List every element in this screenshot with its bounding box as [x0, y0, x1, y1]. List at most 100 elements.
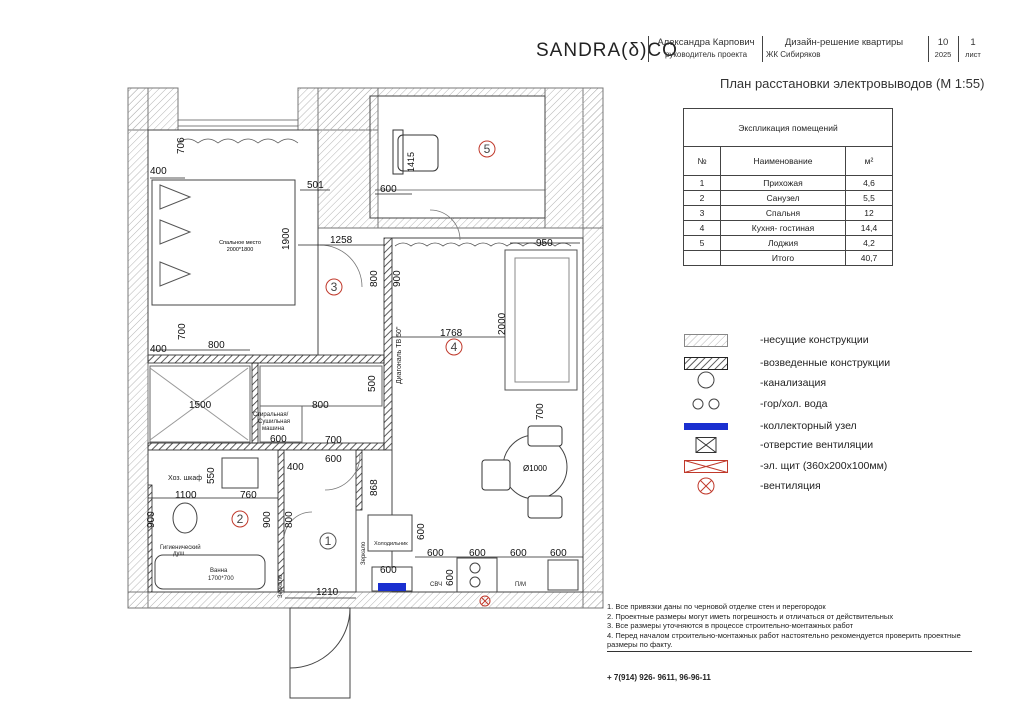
sheet-block: 1 лист	[960, 37, 986, 61]
vent-opening-icon	[695, 437, 717, 453]
load-bearing-walls	[127, 87, 604, 609]
dim-label: 400	[150, 166, 167, 177]
washer-label: машина	[262, 426, 285, 432]
table-size: Ø1000	[523, 464, 548, 473]
sewage-circle-icon	[697, 371, 715, 389]
dim-label: 600	[325, 454, 342, 465]
dim-label: 950	[536, 238, 553, 249]
sofa	[504, 249, 578, 391]
collector-bar-icon	[684, 423, 728, 430]
note-line: 3. Все размеры уточняются в процессе стр…	[607, 621, 854, 630]
room-number-4: 4	[451, 340, 458, 354]
legend-label: -возведенные конструкции	[760, 357, 891, 369]
dining-table: Ø1000	[481, 425, 568, 519]
title-divider	[762, 36, 763, 62]
tv-diagonal-label: Диагональ ТВ 50"	[396, 326, 403, 384]
room-number-2: 2	[237, 512, 244, 526]
windows	[177, 119, 572, 247]
title-divider	[958, 36, 959, 62]
microwave-label: СВЧ	[430, 582, 442, 588]
bed-size: 2000*1800	[227, 247, 254, 253]
dim-label: 700	[535, 403, 546, 420]
date-year: 2025	[934, 50, 952, 59]
front-door	[289, 607, 351, 699]
dim-label: 1258	[330, 235, 353, 246]
dim-label: 900	[392, 270, 403, 287]
table-row: 2 Санузел 5,5	[683, 190, 893, 206]
ventilation-x-icon	[697, 477, 715, 495]
shower-label: душ	[173, 551, 185, 557]
dim-label: 400	[287, 462, 304, 473]
dim-label: 1768	[440, 328, 463, 339]
dim-label: 1500	[189, 400, 212, 411]
legend-label: -вентиляция	[760, 480, 821, 492]
legend-label: -коллекторный узел	[760, 420, 857, 432]
dim-label: 500	[367, 375, 378, 392]
room-number-1: 1	[325, 534, 332, 548]
dimension-texts: 706 400 501 1900 1258 800 900 600 1415 9…	[146, 137, 567, 598]
dim-label: 900	[146, 511, 157, 528]
bath-label: Ванна	[210, 568, 228, 574]
title-divider	[648, 36, 649, 62]
washer-label: Стиральная/	[253, 412, 289, 418]
panel-icon	[684, 460, 728, 473]
dim-label: 800	[312, 400, 329, 411]
dim-label: 600	[380, 565, 397, 576]
plan-title: План расстановки электровыводов (М 1:55)	[720, 76, 985, 91]
dim-label: 760	[240, 490, 257, 501]
dim-label: 900	[262, 511, 273, 528]
dim-label: 1210	[316, 587, 339, 598]
dim-label: 2000	[497, 312, 508, 335]
notes-block: 1. Все привязки даны по черновой отделке…	[607, 602, 1007, 650]
hatch-light-swatch	[684, 334, 728, 347]
notes-divider	[607, 651, 972, 652]
sheet-label: лист	[965, 50, 981, 59]
hatch-dark-swatch	[684, 357, 728, 370]
mirror-label: Зеркало	[278, 574, 284, 598]
dim-label: 600	[550, 548, 567, 559]
note-line: размеры по факту.	[607, 640, 673, 649]
dim-label: 600	[427, 548, 444, 559]
dim-label: 600	[510, 548, 527, 559]
dim-label: 550	[206, 467, 217, 484]
mirror-label: Зеркало	[361, 541, 367, 565]
dim-label: 800	[208, 340, 225, 351]
dim-label: 700	[177, 323, 188, 340]
explication-caption: Экспликация помещений	[683, 108, 893, 147]
dim-label: 800	[284, 511, 295, 528]
dishwasher-label: П/М	[515, 582, 526, 588]
legend-label: -канализация	[760, 377, 827, 389]
table-row-total: Итого 40,7	[683, 250, 893, 266]
total-value: 40,7	[845, 250, 893, 266]
project-title: Дизайн-решение квартиры	[784, 37, 904, 48]
sheet-number: 1	[970, 37, 976, 48]
ventilation-x-icon	[479, 595, 491, 607]
door-swings	[283, 209, 461, 541]
project-complex: ЖК Сибиряков	[766, 50, 821, 59]
storage-label: Хоз. шкаф	[168, 475, 202, 482]
washer-label: Сушильная	[258, 419, 290, 425]
dim-label: 706	[176, 137, 187, 154]
water-circles-icon	[692, 398, 720, 410]
furniture-labels: Стиральная/ Сушильная машина Диагональ Т…	[160, 326, 526, 598]
phone-number: + 7(914) 926- 9611, 96-96-11	[607, 673, 711, 682]
dim-label: 800	[369, 270, 380, 287]
project-block: Дизайн-решение квартиры ЖК Сибиряков	[766, 37, 922, 61]
legend-label: -несущие конструкции	[760, 334, 869, 346]
date-month: 10	[937, 37, 949, 48]
dimension-lines	[148, 177, 583, 599]
bed: Спальное место 2000*1800	[151, 179, 296, 306]
designer-name: Александра Карпович	[657, 37, 755, 48]
legend-label: -отверстие вентиляции	[760, 439, 874, 451]
bathroom-fixtures	[154, 457, 579, 593]
dim-label: 600	[445, 569, 456, 586]
shower-label: Гигиенический	[160, 544, 201, 551]
explication-table: Экспликация помещений № Наименование м² …	[683, 108, 893, 266]
dim-label: 868	[369, 479, 380, 496]
date-block: 10 2025	[930, 37, 956, 61]
col-area: м²	[845, 146, 893, 176]
designer-block: Александра Карпович руководитель проекта	[652, 37, 760, 61]
designer-role: руководитель проекта	[664, 50, 748, 59]
bath-size: 1700*700	[208, 576, 234, 582]
